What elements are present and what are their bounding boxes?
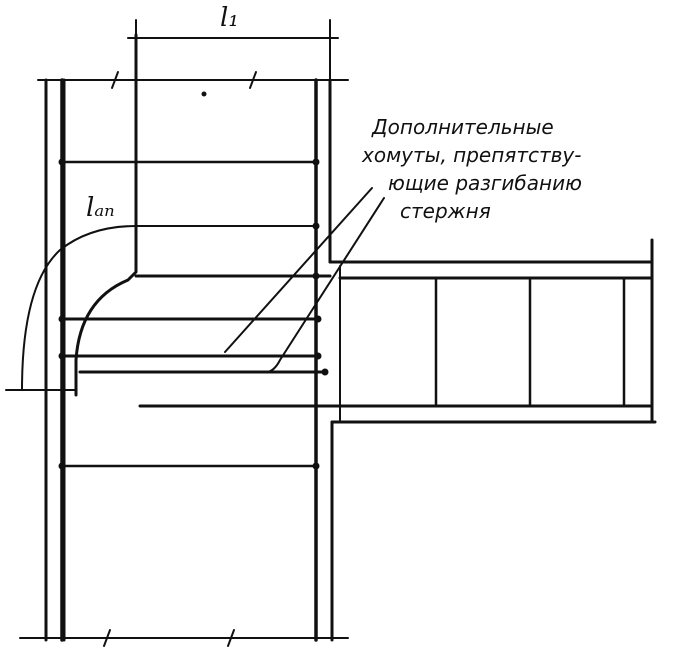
annotation-text: Дополнительные хомуты, препятству- ющие …	[361, 115, 582, 223]
tick-bottom-1	[103, 629, 111, 647]
bar-dot	[314, 315, 322, 323]
dimension-label-lan: lₐₙ	[86, 193, 115, 223]
annotation-line-4: стержня	[400, 199, 491, 223]
bar-dot	[201, 91, 207, 97]
bar-dot	[312, 272, 320, 280]
tick-top-2	[249, 71, 257, 89]
bar-dot	[58, 352, 66, 360]
leader-line-1	[224, 187, 373, 353]
bar-dot	[312, 158, 320, 166]
annotation-line-2: хомуты, препятству-	[361, 143, 581, 167]
bar-dot	[312, 462, 320, 470]
annotation-line-3: ющие разгибанию	[388, 171, 582, 195]
bar-dot	[58, 315, 66, 323]
tick-top-1	[111, 71, 119, 89]
dimension-label-l1: l₁	[220, 3, 239, 33]
annotation-line-1: Дополнительные	[371, 115, 554, 139]
bar-dot	[312, 222, 320, 230]
bar-dot	[58, 158, 66, 166]
bar-dot	[321, 368, 329, 376]
dim-lan-arc	[21, 225, 137, 391]
leader-line-2	[267, 197, 385, 373]
bent-anchored-bar	[74, 33, 138, 397]
bar-dot	[58, 462, 66, 470]
bar-dot	[314, 352, 322, 360]
bar-dots	[58, 91, 329, 470]
tick-bottom-2	[227, 629, 235, 647]
